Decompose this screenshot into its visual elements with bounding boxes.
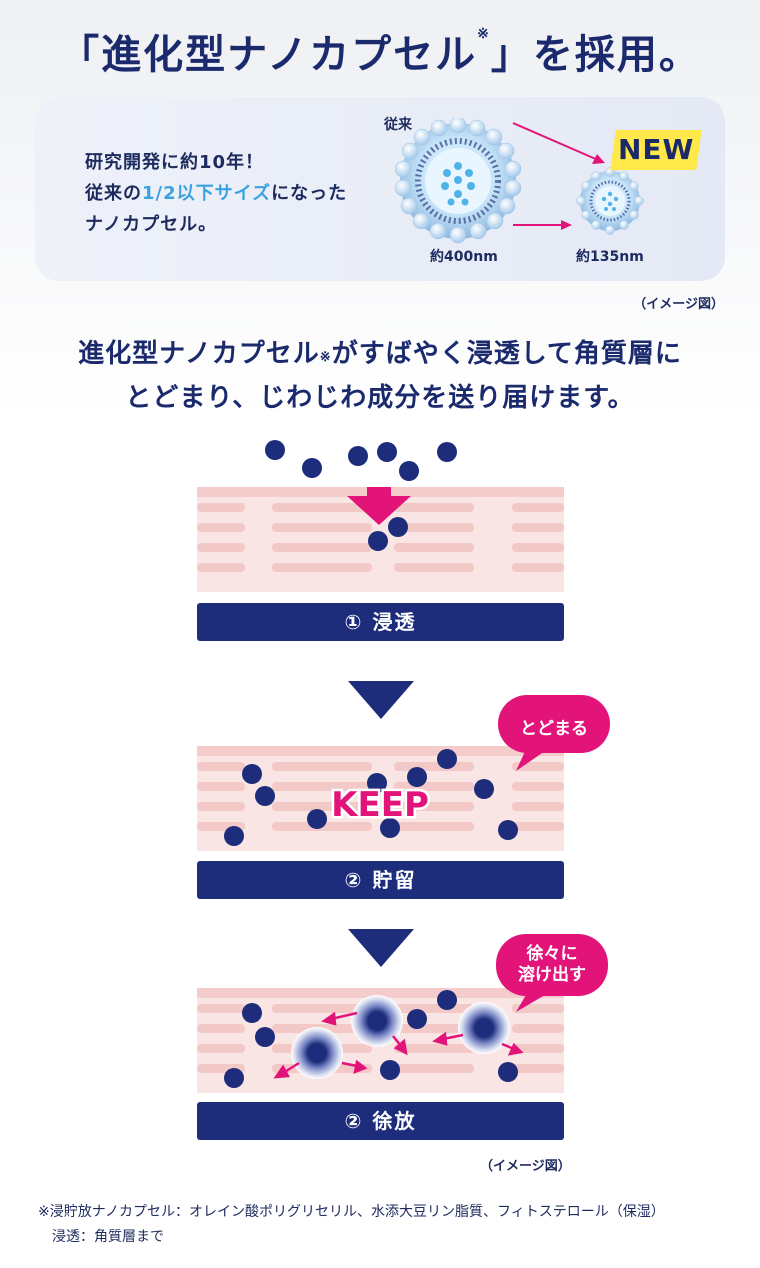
capsule-dot-icon [388, 517, 408, 537]
capsule-old-icon [395, 118, 522, 244]
step-1-bar: ① 浸透 [197, 603, 564, 641]
capsule-dot-icon [377, 442, 397, 462]
subhead-mark: ※ [319, 350, 332, 365]
headline-bracket-open: 「 [59, 31, 102, 78]
info-line-2-highlight: 1/2以下サイズ [142, 183, 272, 204]
info-line-2-suffix: になった [271, 183, 348, 204]
bubble-stay [498, 695, 610, 771]
bubble-release-line-2: 溶け出す [518, 965, 586, 985]
capsule-dot-icon [348, 446, 368, 466]
capsule-comparison-illustration [395, 118, 644, 244]
keep-text: KEEP [331, 785, 429, 825]
capsule-dot-icon [380, 1060, 400, 1080]
release-arrows-icon [273, 1011, 524, 1079]
capsule-dot-icon [437, 749, 457, 769]
down-triangle-icon [348, 929, 414, 967]
subhead-line-1-main: 進化型ナノカプセル [78, 339, 320, 369]
headline: 「進化型ナノカプセル※」を採用。 [0, 22, 760, 80]
capsule-dot-icon [255, 1027, 275, 1047]
down-triangle-icon [348, 681, 414, 719]
image-note-bottom: （イメージ図） [480, 1159, 571, 1174]
conventional-label: 従来 [384, 117, 412, 133]
capsule-dot-icon [380, 818, 400, 838]
headline-bracket-close: 」 [490, 31, 533, 78]
capsule-dot-icon [242, 1003, 262, 1023]
capsule-dot-icon [302, 458, 322, 478]
size-old-label: 約400nm [430, 249, 498, 265]
size-new-label: 約135nm [576, 249, 644, 265]
capsule-dot-icon [224, 826, 244, 846]
step-3-bar: ② 徐放 [197, 1102, 564, 1140]
capsule-new-icon [576, 167, 644, 235]
info-card-text: 研究開発に約10年！ 従来の1/2以下サイズになった ナノカプセル。 [85, 147, 347, 240]
headline-main: 進化型ナノカプセル [101, 31, 478, 78]
capsule-dot-icon [255, 786, 275, 806]
new-badge: NEW [610, 130, 702, 170]
skin-layer-step2: KEEP [197, 746, 564, 851]
capsule-dot-icon [407, 767, 427, 787]
subhead-line-1-rest: がすばやく浸透して角質層に [331, 339, 682, 369]
capsule-dot-icon [474, 779, 494, 799]
capsule-dot-icon [368, 531, 388, 551]
shrink-arrow-top-icon [512, 122, 605, 164]
info-line-2-prefix: 従来の [85, 183, 142, 204]
footnote-line-1: ※浸貯放ナノカプセル：オレイン酸ポリグリセリル、水添大豆リン脂質、フィトステロー… [38, 1204, 665, 1220]
dissolving-capsule-icon [291, 1027, 343, 1079]
capsule-dot-icon [265, 440, 285, 460]
footnote-line-2: 浸透：角質層まで [52, 1229, 164, 1245]
info-line-1: 研究開発に約10年！ [85, 152, 265, 173]
dissolving-capsule-icon [351, 995, 403, 1047]
capsule-dot-icon [307, 809, 327, 829]
skin-layer-step3 [197, 988, 564, 1093]
capsule-dot-icon [224, 1068, 244, 1088]
dissolving-capsule-icon [458, 1002, 510, 1054]
capsule-dot-icon [498, 820, 518, 840]
capsule-dot-icon [242, 764, 262, 784]
bubble-stay-text: とどまる [520, 719, 588, 739]
capsule-dot-icon [407, 1009, 427, 1029]
new-badge-label: NEW [617, 133, 695, 166]
capsule-dot-icon [498, 1062, 518, 1082]
incoming-capsules [265, 440, 457, 481]
capsule-dot-icon [399, 461, 419, 481]
capsule-dot-icon [367, 773, 387, 793]
info-line-3: ナノカプセル。 [85, 214, 218, 235]
step-2-bar: ② 貯留 [197, 861, 564, 899]
image-note-top: （イメージ図） [633, 297, 724, 312]
headline-mark: ※ [477, 26, 491, 42]
bubble-release-line-1: 徐々に [526, 944, 578, 964]
capsule-dot-icon [437, 442, 457, 462]
headline-suffix: を採用。 [532, 31, 701, 78]
capsule-dot-icon [437, 990, 457, 1010]
subhead-line-2: とどまり、じわじわ成分を送り届けます。 [125, 383, 635, 413]
subhead: 進化型ナノカプセル※がすばやく浸透して角質層に とどまり、じわじわ成分を送り届け… [0, 332, 760, 420]
bubble-release-text: 徐々に 溶け出す [496, 944, 608, 986]
shrink-arrow-bottom-icon [513, 220, 572, 230]
subhead-line-1: 進化型ナノカプセル※がすばやく浸透して角質層に [0, 332, 760, 376]
skin-layer-step1 [197, 487, 564, 592]
penetrate-arrow-icon [347, 487, 411, 525]
footnote: ※浸貯放ナノカプセル：オレイン酸ポリグリセリル、水添大豆リン脂質、フィトステロー… [38, 1200, 665, 1250]
bubble-release [496, 934, 608, 1012]
info-line-2: 従来の1/2以下サイズになった [85, 178, 347, 209]
